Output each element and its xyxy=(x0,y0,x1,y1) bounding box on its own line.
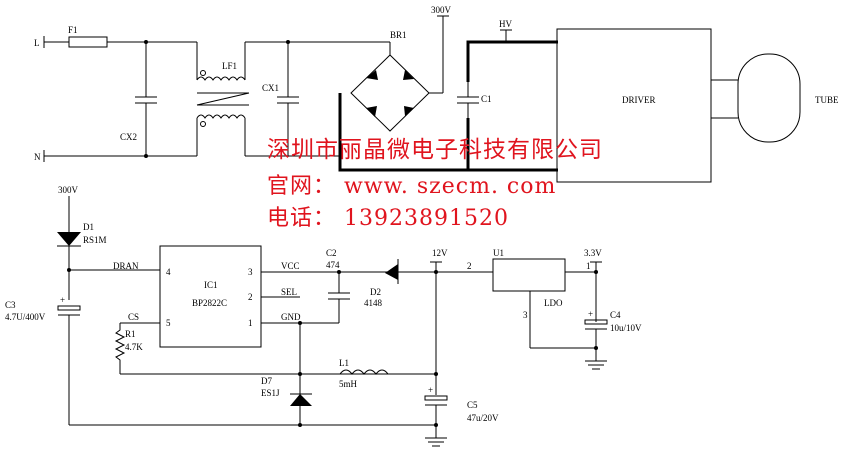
label-l: L xyxy=(34,38,40,48)
u1-pin-2: 2 xyxy=(467,261,472,271)
u1-pin-3: 3 xyxy=(523,310,528,320)
label-driver: DRIVER xyxy=(622,95,656,105)
label-c4-value: 10u/10V xyxy=(610,323,642,333)
watermark-website: 官网： www. szecm. com xyxy=(267,174,557,199)
label-f1: F1 xyxy=(68,25,78,35)
label-c2-value: 474 xyxy=(326,260,340,270)
label-c4-plus: + xyxy=(588,309,593,319)
label-u1-ref: U1 xyxy=(493,248,504,258)
label-br1: BR1 xyxy=(390,30,407,40)
label-d7-ref: D7 xyxy=(261,376,272,386)
net-vcc: VCC xyxy=(281,261,300,271)
label-d2-value: 4148 xyxy=(364,298,383,308)
u1-pin-1: 1 xyxy=(586,261,591,271)
label-ic1-ref: IC1 xyxy=(204,280,218,290)
label-n: N xyxy=(34,152,41,162)
label-cx1: CX1 xyxy=(262,83,279,93)
label-r1-value: 4.7K xyxy=(125,342,143,352)
net-sel: SEL xyxy=(281,287,297,297)
net-gnd: GND xyxy=(281,312,301,322)
tube-lamp xyxy=(737,53,801,143)
label-l1-value: 5mH xyxy=(339,379,358,389)
capacitor-c5 xyxy=(424,395,448,401)
resistor-r1 xyxy=(114,323,126,374)
choke-lf1-top xyxy=(196,76,246,81)
label-r1-ref: R1 xyxy=(125,329,136,339)
label-hv: HV xyxy=(499,19,512,29)
diode-d1 xyxy=(57,232,81,246)
label-300v: 300V xyxy=(58,185,79,195)
ldo-u1 xyxy=(492,258,566,292)
label-d2-ref: D2 xyxy=(370,287,381,297)
bridge-diodes xyxy=(366,70,414,117)
label-c5-ref: C5 xyxy=(467,400,478,410)
label-c3-plus: + xyxy=(60,295,65,305)
pin-4: 4 xyxy=(166,267,171,277)
choke-lf1-bottom xyxy=(196,114,246,119)
driver-block xyxy=(556,28,712,183)
pin-1: 1 xyxy=(248,318,253,328)
label-c1: C1 xyxy=(481,94,492,104)
label-ldo: LDO xyxy=(544,298,563,308)
label-tube: TUBE xyxy=(815,95,839,105)
pin-5: 5 xyxy=(166,318,171,328)
label-d1-value: RS1M xyxy=(83,235,107,245)
label-d7-value: ES1J xyxy=(261,388,280,398)
diode-d2 xyxy=(385,264,398,280)
inductor-l1 xyxy=(339,369,389,375)
watermark-company: 深圳市丽晶微电子科技有限公司 xyxy=(267,137,603,163)
label-300v-top: 300V xyxy=(431,5,452,15)
diode-d7 xyxy=(290,394,312,406)
pin-3: 3 xyxy=(248,267,253,277)
bridge-br1 xyxy=(350,54,430,132)
label-3v3: 3.3V xyxy=(584,248,602,258)
label-12v: 12V xyxy=(432,248,448,258)
label-c3-value: 4.7U/400V xyxy=(5,312,46,322)
pin-2: 2 xyxy=(248,292,253,302)
ic1-chip xyxy=(159,245,262,348)
label-c5-value: 47u/20V xyxy=(467,413,499,423)
label-c3-ref: C3 xyxy=(5,300,16,310)
capacitor-c3 xyxy=(57,305,81,311)
label-l1-ref: L1 xyxy=(339,358,349,368)
label-cx2: CX2 xyxy=(120,132,137,142)
watermark-phone: 电话： 13923891520 xyxy=(267,206,509,231)
net-cs: CS xyxy=(128,312,139,322)
label-c2-ref: C2 xyxy=(326,248,337,258)
label-c5-plus: + xyxy=(428,385,433,395)
fuse-f1 xyxy=(68,36,108,48)
net-dran: DRAN xyxy=(113,261,139,271)
label-c4-ref: C4 xyxy=(610,310,621,320)
capacitor-c4 xyxy=(584,319,608,325)
label-d1-ref: D1 xyxy=(83,222,94,232)
label-ic1-value: BP2822C xyxy=(192,298,227,308)
label-lf1: LF1 xyxy=(222,61,237,71)
